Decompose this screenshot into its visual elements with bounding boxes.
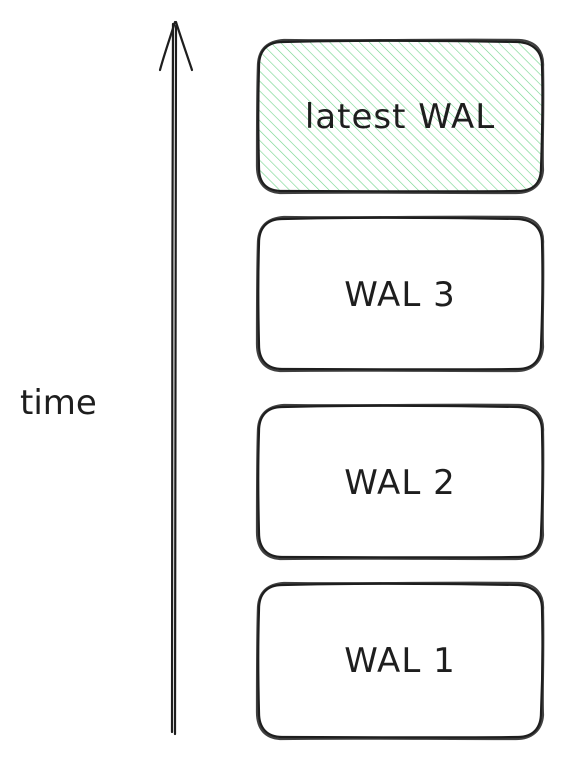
- wal-box-2: WAL 2: [255, 403, 545, 561]
- wal-box-3: WAL 3: [255, 215, 545, 373]
- time-axis-label: time: [20, 383, 97, 423]
- wal-box-latest: latest WAL: [255, 38, 545, 195]
- wal-box-label: WAL 2: [344, 463, 455, 503]
- wal-box-label: WAL 3: [344, 275, 455, 315]
- time-axis-arrow: [158, 20, 194, 736]
- wal-box-1: WAL 1: [255, 581, 545, 741]
- wal-box-label: WAL 1: [344, 641, 455, 681]
- wal-box-label: latest WAL: [305, 97, 495, 137]
- highlight-hatch-fill: [258, 40, 542, 192]
